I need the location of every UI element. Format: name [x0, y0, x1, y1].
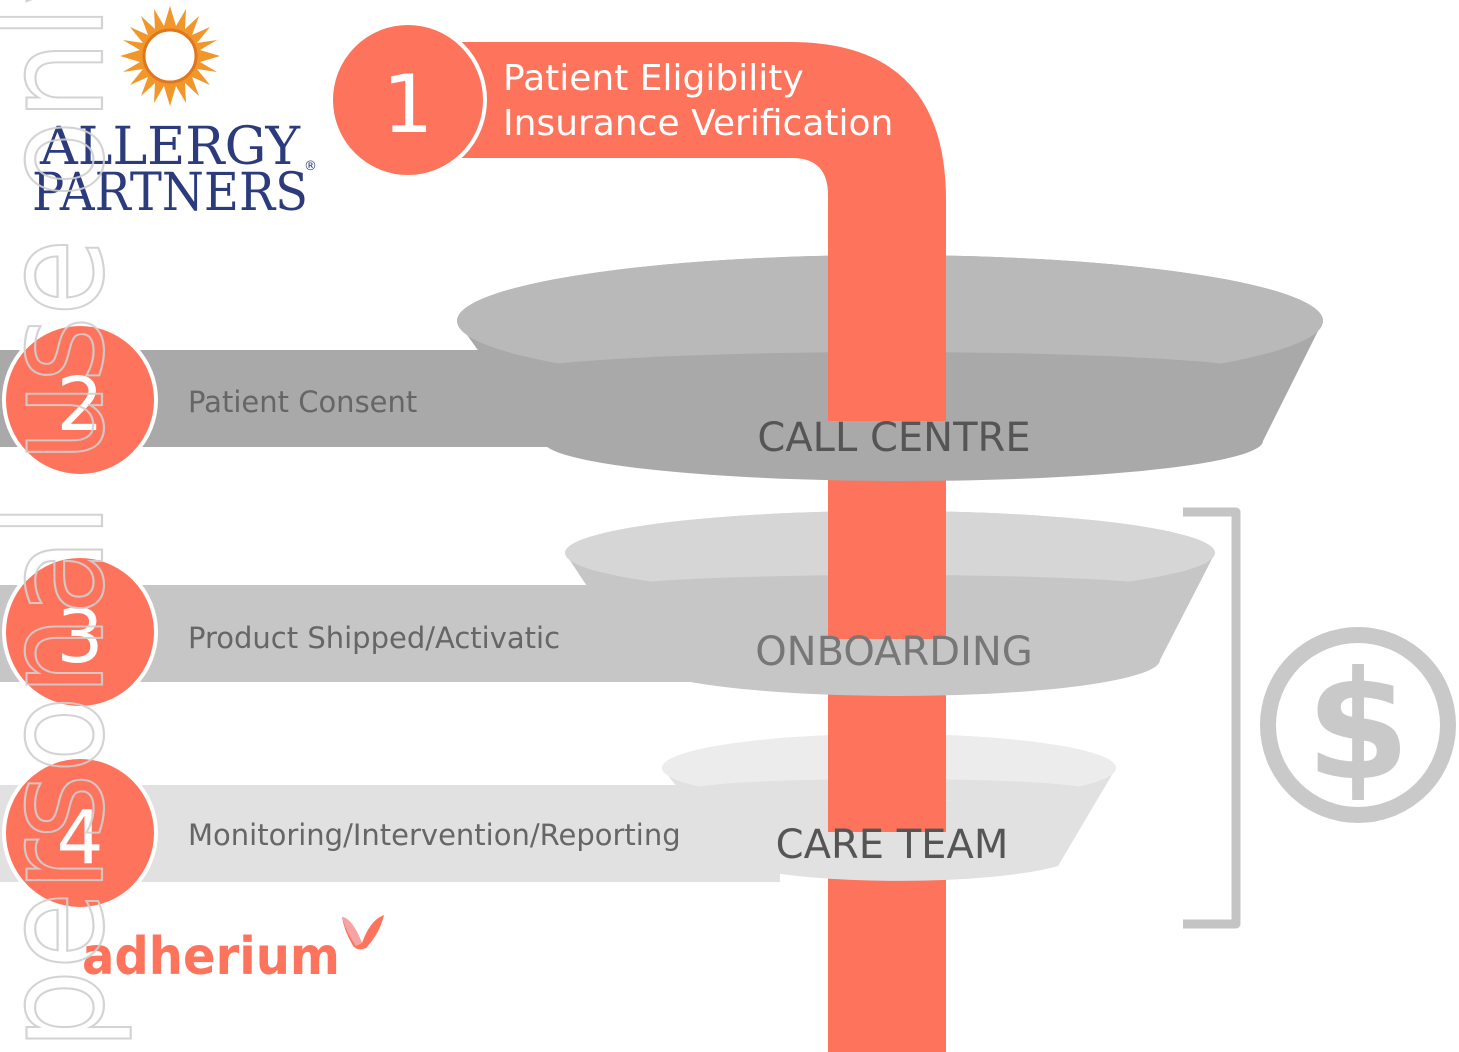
step-2-label: Patient Consent — [188, 385, 417, 419]
step-2-badge: 2 — [2, 322, 158, 478]
step-1-label-line1: Patient Eligibility — [503, 58, 804, 99]
step-1-badge: 1 — [329, 21, 487, 179]
step-1-number: 1 — [383, 58, 434, 151]
funnel-care-team: CARE TEAM — [0, 734, 1116, 882]
allergy-partners-line2: PARTNERS — [32, 163, 308, 223]
step-3-badge: 3 — [2, 554, 158, 710]
adherium-checkmark-shadow — [342, 917, 362, 946]
adherium-wordmark: adherium — [82, 927, 340, 987]
step-4-label: Monitoring/Intervention/Reporting — [188, 818, 681, 852]
funnel-call-centre: CALL CENTRE — [0, 253, 1323, 481]
allergy-partners-line1: ALLERGY — [39, 117, 301, 177]
registered-mark: ® — [304, 159, 317, 174]
funnel-label-care-team: CARE TEAM — [776, 822, 1009, 868]
step-3-label: Product Shipped/Activatic — [188, 621, 561, 655]
watermark-text: personal use only — [0, 0, 135, 1050]
funnel-onboarding: ONBOARDING — [0, 511, 1215, 696]
dollar-circle-icon: $ — [1260, 627, 1456, 823]
step-3-number: 3 — [56, 594, 103, 680]
step-4-number: 4 — [56, 795, 103, 881]
allergy-partners-logo: ALLERGY PARTNERS ® — [32, 6, 317, 223]
funnel-label-onboarding: ONBOARDING — [755, 629, 1033, 675]
adherium-logo: adherium — [82, 915, 384, 987]
vertical-pipe-segment-2 — [828, 511, 946, 639]
step-1-label-line2: Insurance Verification — [503, 103, 893, 144]
vertical-pipe-segment-1 — [828, 253, 946, 421]
vertical-pipe-segment-3 — [828, 734, 946, 832]
funnel-bracket — [1183, 507, 1241, 929]
step-2-number: 2 — [56, 362, 103, 448]
step-4-badge: 4 — [2, 755, 158, 911]
funnel-label-call-centre: CALL CENTRE — [757, 415, 1030, 461]
sun-icon — [120, 6, 220, 106]
dollar-symbol: $ — [1306, 640, 1410, 814]
